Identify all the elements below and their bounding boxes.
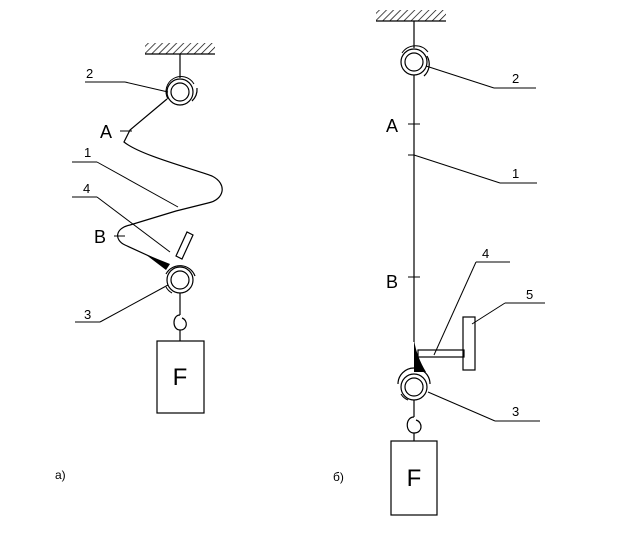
- weight-a: [156, 340, 205, 414]
- clamp-a: [145, 231, 194, 270]
- leader-3-a: [99, 284, 169, 323]
- label-4-b: 4: [482, 246, 489, 261]
- weight-b: [390, 440, 438, 516]
- weight-label-b: F: [407, 465, 422, 492]
- top-pulley-a: [165, 75, 198, 106]
- point-b-label-b: B: [386, 272, 398, 292]
- point-b-label-a: B: [94, 227, 106, 247]
- point-a-label-b: A: [386, 116, 398, 136]
- label-3-a: 3: [84, 307, 91, 322]
- top-pulley-b: [400, 45, 430, 77]
- ceiling-a: [145, 43, 215, 54]
- leader-4-a: [96, 196, 171, 253]
- leader-2-a: [124, 81, 169, 93]
- ceiling-b: [376, 10, 446, 21]
- point-a-label-a: A: [100, 122, 112, 142]
- caption-a: а): [55, 468, 66, 482]
- fiber-a: [117, 98, 223, 263]
- hook-a: [173, 314, 187, 331]
- hook-b: [406, 416, 422, 434]
- diagram-a: A B F 2 1 4 3: [55, 43, 223, 482]
- label-2-b: 2: [512, 71, 519, 86]
- holder-b: [462, 316, 476, 371]
- diagram-b: A B F 2 1 4 5: [333, 10, 545, 516]
- caption-b: б): [333, 470, 344, 484]
- leader-5-b: [471, 302, 506, 325]
- leader-1-b: [413, 154, 501, 184]
- label-5-b: 5: [526, 287, 533, 302]
- label-4-a: 4: [83, 181, 90, 196]
- leader-1-a: [96, 161, 179, 208]
- label-3-b: 3: [512, 404, 519, 419]
- bottom-pulley-b: [397, 367, 431, 401]
- bottom-pulley-a: [165, 265, 196, 294]
- label-1-b: 1: [512, 166, 519, 181]
- clamp-b: [414, 340, 465, 372]
- leader-2-b: [425, 65, 495, 89]
- leader-4-b: [433, 261, 477, 356]
- leader-3-b: [427, 391, 496, 422]
- label-2-a: 2: [86, 66, 93, 81]
- weight-label-a: F: [173, 364, 188, 391]
- label-1-a: 1: [84, 145, 91, 160]
